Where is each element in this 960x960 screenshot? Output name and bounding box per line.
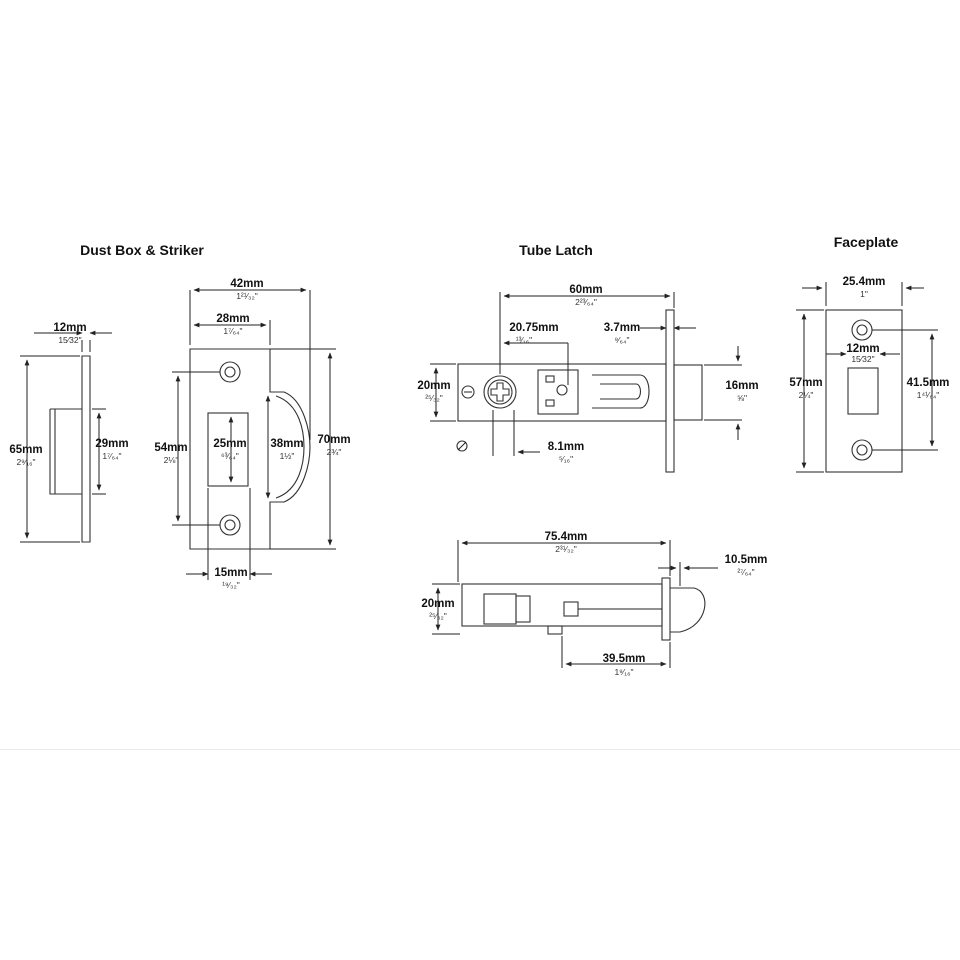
fp-height-in: 2¼" xyxy=(799,390,814,400)
st-lip-in: 1½" xyxy=(280,451,295,461)
db-height-mm: 65mm xyxy=(9,444,42,456)
tl2-back-mm: 39.5mm xyxy=(603,653,646,665)
fp-width-mm: 25.4mm xyxy=(843,276,886,288)
tl-length-mm: 60mm xyxy=(569,284,602,296)
faceplate-title: Faceplate xyxy=(833,234,899,250)
db-width-in: 15⁄32" xyxy=(58,335,81,345)
tl-height-mm: 20mm xyxy=(417,380,450,392)
db-width-mm: 12mm xyxy=(53,322,86,334)
fp-height-mm: 57mm xyxy=(789,377,822,389)
st-lip-mm: 38mm xyxy=(270,438,303,450)
st-slot-mm: 25mm xyxy=(213,438,246,450)
tl2-length-mm: 75.4mm xyxy=(545,531,588,543)
tl2-back-in: 1⁹⁄₁₆" xyxy=(614,667,633,677)
st-holes-in: 2⅛" xyxy=(164,455,179,465)
st-slot-in: ⁶³⁄₆₄" xyxy=(221,451,239,461)
tl-spindle-in: ¹³⁄₁₆" xyxy=(516,335,532,345)
tl-height-in: ²⁵⁄₃₂" xyxy=(425,393,443,403)
tl-sq-in: ⁵⁄₁₆" xyxy=(559,454,573,464)
fp-width-in: 1" xyxy=(860,289,868,299)
tube-latch-title: Tube Latch xyxy=(519,242,593,258)
tl-plate-mm: 3.7mm xyxy=(604,322,640,334)
st-width-in: 1²¹⁄₃₂" xyxy=(236,291,258,301)
tl2-proj-in: ²⁷⁄₆₄" xyxy=(737,567,754,577)
fp-slot-mm: 12mm xyxy=(846,343,879,355)
tl2-height-mm: 20mm xyxy=(421,598,454,610)
tube-latch-side-drawing xyxy=(430,292,742,473)
faceplate-drawing xyxy=(796,282,938,473)
db-box-mm: 29mm xyxy=(95,438,128,450)
tl-plate-in: ⁹⁄₆₄" xyxy=(615,335,630,345)
tl-bolt-in: ⅝" xyxy=(737,393,747,403)
st-height-mm: 70mm xyxy=(317,434,350,446)
st-inner-mm: 28mm xyxy=(216,313,249,325)
tl-spindle-mm: 20.75mm xyxy=(509,322,558,334)
db-box-in: 1⁷⁄₆₄" xyxy=(102,451,121,461)
tl2-proj-mm: 10.5mm xyxy=(725,554,768,566)
dust-box-drawing xyxy=(20,330,112,543)
tl2-length-in: 2³¹⁄₃₂" xyxy=(555,544,577,554)
db-height-in: 2⁹⁄₁₆" xyxy=(16,457,35,467)
tl-sq-mm: 8.1mm xyxy=(548,441,584,453)
bottom-divider xyxy=(0,749,960,750)
st-width-mm: 42mm xyxy=(230,278,263,290)
tube-latch-top-drawing xyxy=(432,540,718,668)
tl-length-in: 2²³⁄₆₄" xyxy=(575,297,597,307)
st-bottom-in: ¹⁹⁄₃₂" xyxy=(222,580,240,590)
striker-plate-drawing xyxy=(172,287,336,580)
dust-box-striker-title: Dust Box & Striker xyxy=(80,242,204,258)
st-height-in: 2¾" xyxy=(327,447,342,457)
fp-holes-in: 1⁴¹⁄₆₄" xyxy=(917,390,940,400)
fp-holes-mm: 41.5mm xyxy=(907,377,950,389)
tl2-height-in: ²⁵⁄₃₂" xyxy=(429,611,447,621)
fp-slot-in: 15⁄32" xyxy=(851,354,874,364)
tl-bolt-mm: 16mm xyxy=(725,380,758,392)
st-holes-mm: 54mm xyxy=(154,442,187,454)
st-inner-in: 1⁷⁄₆₄" xyxy=(223,326,242,336)
st-bottom-mm: 15mm xyxy=(214,567,247,579)
